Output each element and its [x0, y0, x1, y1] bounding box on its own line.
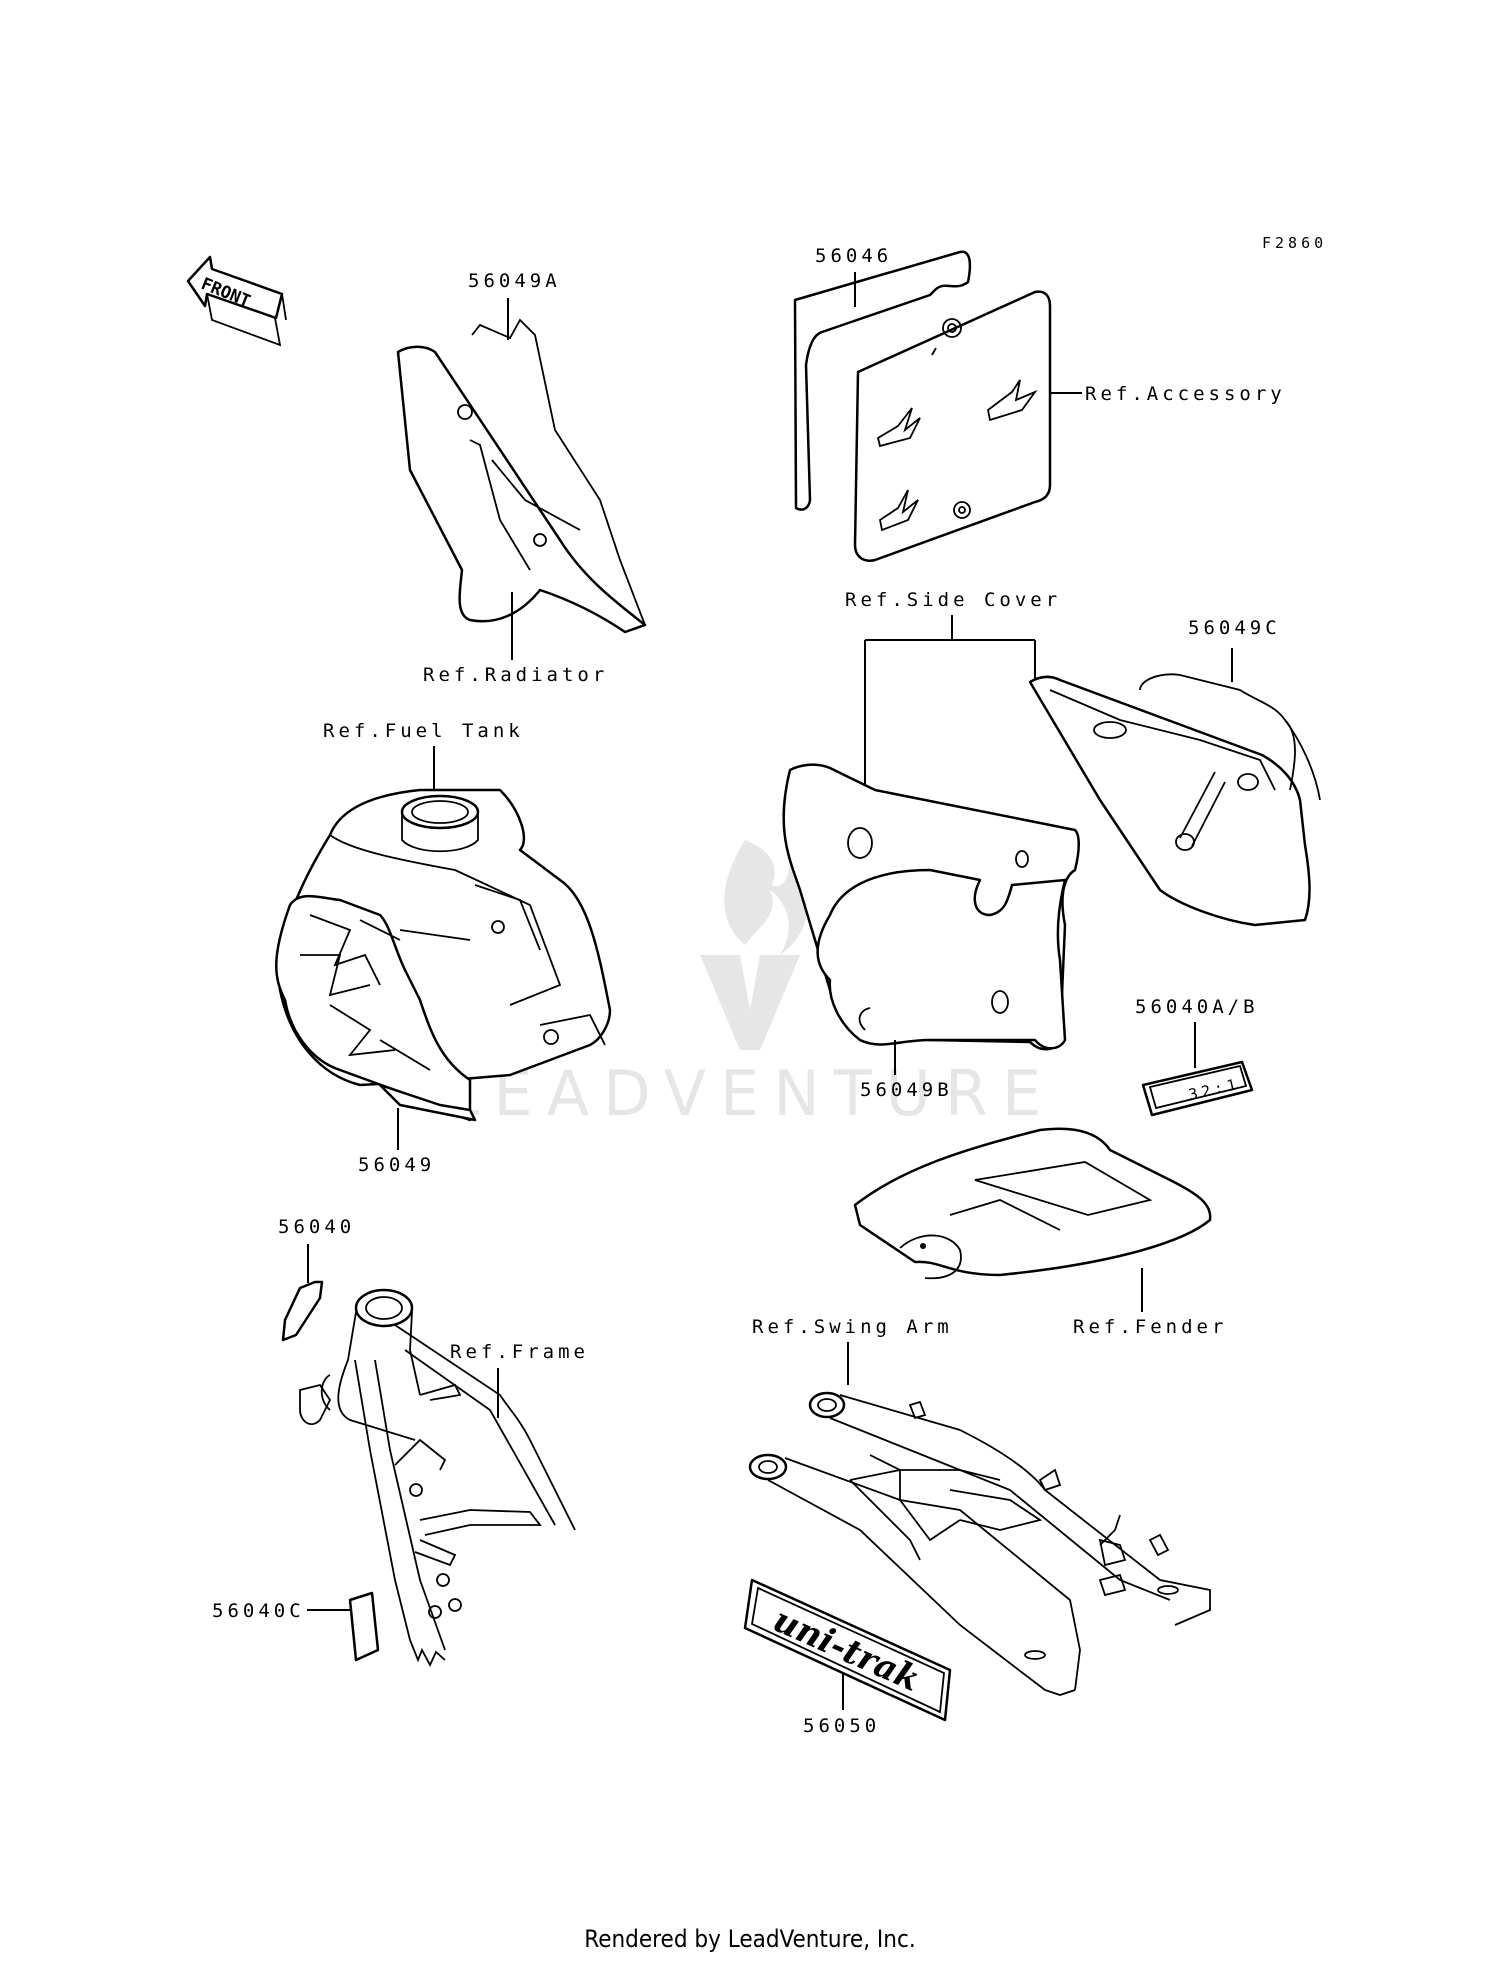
label-ref-fuel-tank: Ref.Fuel Tank — [323, 720, 524, 742]
watermark-v-icon — [700, 955, 800, 1050]
label-56050: 56050 — [803, 1715, 880, 1737]
swing-arm — [748, 1391, 1211, 1696]
radiator-shroud — [396, 318, 647, 634]
label-56046: 56046 — [815, 245, 892, 267]
decal-56040C — [348, 1591, 380, 1662]
label-56049: 56049 — [358, 1154, 435, 1176]
accessory-panel — [793, 250, 1052, 562]
label-ref-swing-arm: Ref.Swing Arm — [752, 1316, 953, 1338]
leader-ref-side-cover — [864, 615, 1036, 787]
tank-graphic-56049 — [275, 894, 477, 1122]
label-56040: 56040 — [278, 1216, 355, 1238]
label-ref-radiator: Ref.Radiator — [423, 664, 608, 686]
label-ref-side-cover: Ref.Side Cover — [845, 589, 1061, 611]
watermark-flame-icon — [724, 840, 808, 955]
rear-fender — [853, 1127, 1212, 1280]
label-56040C: 56040C — [212, 1600, 305, 1622]
label-56049B: 56049B — [860, 1079, 953, 1101]
frame — [299, 1288, 576, 1668]
label-ref-frame: Ref.Frame — [450, 1341, 589, 1363]
front-arrow-icon: FRONT — [186, 255, 287, 347]
side-cover-left — [782, 763, 1080, 1051]
label-56049A: 56049A — [468, 270, 561, 292]
label-ref-accessory: Ref.Accessory — [1085, 383, 1286, 405]
side-cover-right — [1028, 673, 1321, 927]
label-ref-fender: Ref.Fender — [1073, 1316, 1227, 1338]
footer-credit: Rendered by LeadVenture, Inc. — [584, 1925, 916, 1953]
watermark-text: LEADVENTURE — [445, 1057, 1055, 1130]
label-56040AB: 56040A/B — [1135, 996, 1259, 1018]
watermark: LEADVENTURE — [445, 840, 1055, 1130]
label-56049C: 56049C — [1188, 617, 1281, 639]
diagram-code: F2860 — [1262, 234, 1327, 252]
uni-trak-decal: uni-trak — [743, 1578, 952, 1722]
decal-32-1: 32:1 — [1141, 1060, 1254, 1117]
decal-56040 — [281, 1280, 324, 1342]
